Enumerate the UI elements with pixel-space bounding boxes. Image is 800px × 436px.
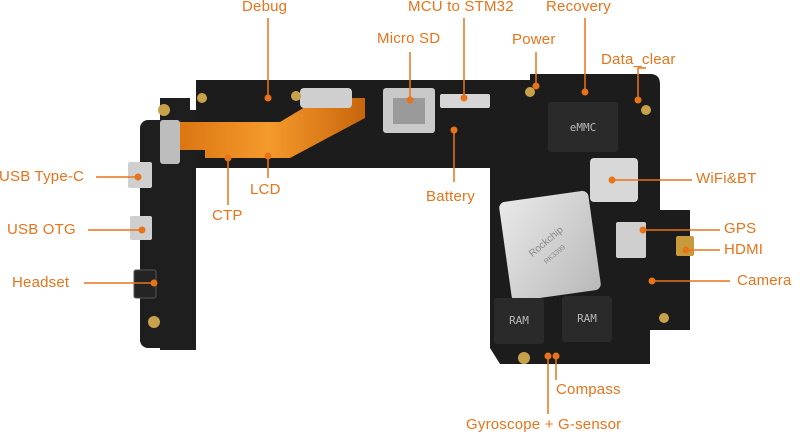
emmc-label: eMMC (570, 121, 597, 134)
label-gyroscope-g-sensor: Gyroscope + G-sensor (466, 416, 622, 433)
label-usb-type-c: USB Type-C (0, 168, 85, 185)
ram-left-chip (494, 298, 544, 344)
label-data-clear: Data_clear (601, 51, 676, 68)
gps-module (616, 222, 646, 258)
leader-dots (134, 82, 690, 360)
flex-cable-silver (300, 88, 352, 108)
label-hdmi: HDMI (724, 241, 764, 258)
soc-chip (499, 191, 601, 301)
label-micro-sd: Micro SD (377, 30, 441, 47)
ram-right-label: RAM (577, 312, 597, 325)
label-wifi-bt: WiFi&BT (696, 170, 757, 187)
ram-right-chip (562, 296, 612, 342)
flex-cable (172, 98, 365, 158)
label-battery: Battery (426, 188, 475, 205)
label-usb-otg: USB OTG (7, 221, 76, 238)
label-mcu-to-stm32: MCU to STM32 (408, 0, 514, 15)
leader-lines (84, 18, 730, 414)
label-recovery: Recovery (546, 0, 611, 15)
label-gps: GPS (724, 220, 757, 237)
emmc-chip (548, 102, 618, 152)
label-headset: Headset (12, 274, 70, 291)
label-camera: Camera (737, 272, 792, 289)
label-debug: Debug (242, 0, 288, 15)
hdmi-connector (676, 236, 694, 256)
label-lcd: LCD (250, 181, 281, 198)
label-power: Power (512, 31, 556, 48)
flex-connector (160, 120, 180, 164)
label-compass: Compass (556, 381, 621, 398)
mounting-holes (148, 87, 669, 364)
label-ctp: CTP (212, 207, 243, 224)
ram-left-label: RAM (509, 314, 529, 327)
